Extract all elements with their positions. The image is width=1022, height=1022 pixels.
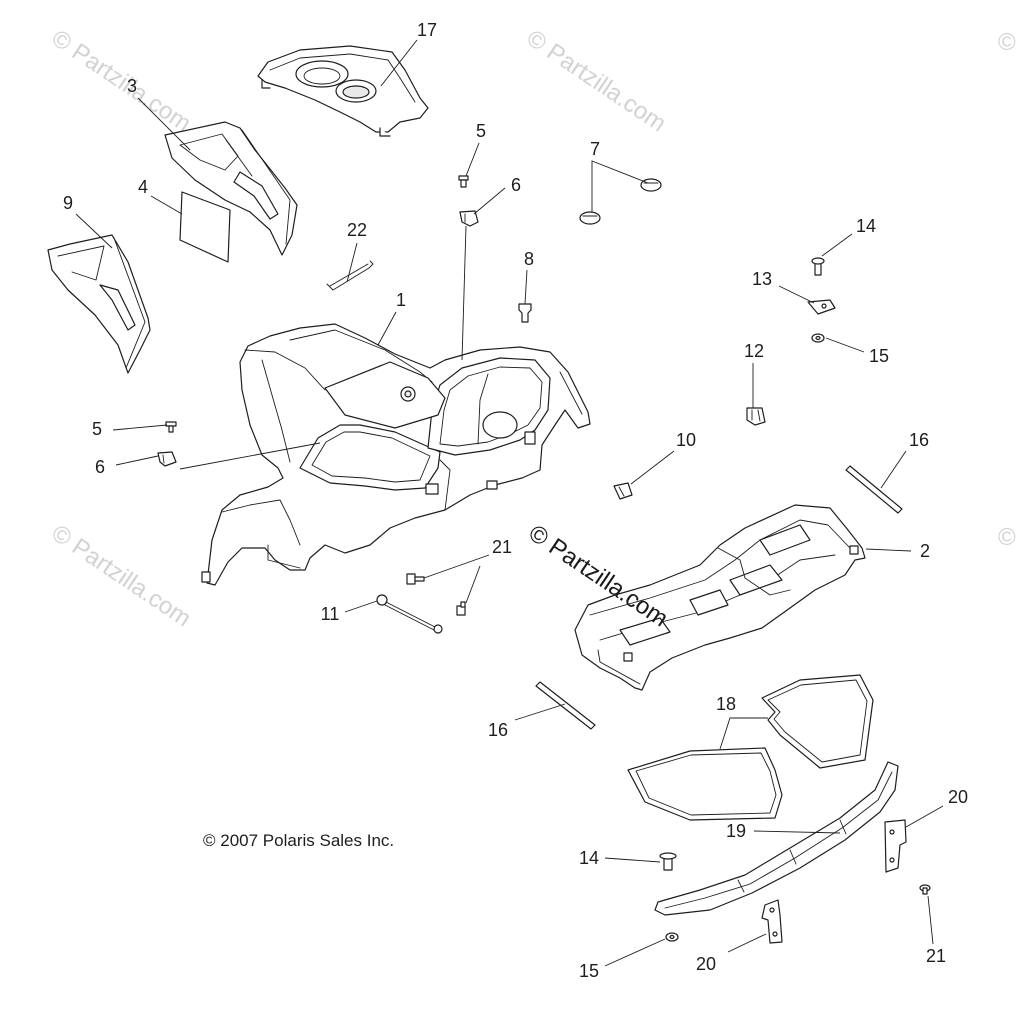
part-9-side-panel [47,234,151,374]
part-6-clip-left [157,451,177,467]
leader-line-17 [380,39,418,87]
leader-line-21-a [423,554,490,579]
leader-line-6-left [115,455,159,466]
callout-11: 11 [321,604,340,624]
part-18-mats [627,674,874,821]
leader-line-15-top [825,337,865,353]
leader-line-6-top-mount [461,225,467,361]
callout-19: 19 [726,821,746,841]
callout-15-bottom: 15 [579,961,599,981]
part-20-bracket-top [884,819,907,873]
part-13-bracket [807,299,836,315]
part-11-cable [376,594,443,634]
leader-line-14-top [821,233,853,257]
callout-21-middle: 21 [492,537,512,557]
leader-line-11 [344,600,378,613]
part-8-push-pin [518,303,532,323]
leader-line-15-bottom [604,938,666,967]
part-2-rear-body [574,504,866,691]
callout-2: 2 [920,541,930,561]
leader-line-1 [377,311,397,346]
callout-14-bottom: 14 [579,848,599,868]
leader-line-13 [778,285,815,304]
leader-line-8 [524,269,528,305]
leader-line-6-left-mount [179,442,321,470]
callout-21-bottom: 21 [926,946,946,966]
callout-6-top: 6 [511,175,521,195]
leader-line-9 [75,213,113,249]
leader-line-18 [719,717,768,750]
leader-line-10 [630,450,675,485]
leader-line-16-bottom [514,703,566,721]
watermark-middle-left: © Partzilla.com [47,520,196,633]
leader-line-3 [137,97,191,151]
leader-line-21-bottom [927,895,934,945]
part-19-bar [654,761,899,916]
callout-20-bottom: 20 [696,954,716,974]
leader-line-6-top [473,187,506,215]
part-15-washer-top [811,333,825,343]
callout-12: 12 [744,341,764,361]
part-4-decal [179,191,231,263]
callout-16-bottom: 16 [488,720,508,740]
callout-1: 1 [396,290,406,310]
leader-line-16-top [880,450,907,489]
leader-line-5-top [465,142,480,177]
callout-20-top: 20 [948,787,968,807]
callout-14-top: 14 [856,216,876,236]
part-17-top-cover [257,45,429,137]
leader-line-22 [346,242,358,283]
callout-22: 22 [347,220,367,240]
part-14-bolt-bottom [659,852,677,871]
copyright-text: © 2007 Polaris Sales Inc. [203,831,394,850]
part-1-front-body [201,323,591,586]
leader-line-7 [591,160,649,212]
part-5-screw-top [458,175,469,188]
callouts: 17 3 5 6 7 4 9 22 14 8 13 1 12 15 5 10 1… [63,20,968,981]
part-20-bracket-bottom [761,899,783,944]
part-5-screw-left [165,421,177,433]
leader-line-2 [865,548,912,552]
part-16-rod-bottom [535,681,596,730]
callout-6-left: 6 [95,457,105,477]
part-10-clip [613,482,633,500]
leader-line-21-b [465,565,481,604]
part-3-fender-panel [164,121,298,256]
callout-5-left: 5 [92,419,102,439]
callout-15-top: 15 [869,346,889,366]
part-12-clip [746,407,766,426]
callout-16-top: 16 [909,430,929,450]
watermark-top-left: © Partzilla.com [47,25,196,138]
callout-17: 17 [417,20,437,40]
part-16-rod-top [845,465,903,514]
callout-3: 3 [127,76,137,96]
leader-line-20-bottom [727,933,767,953]
part-21-bolts-middle [406,573,466,616]
callout-7: 7 [590,139,600,159]
callout-8: 8 [524,249,534,269]
part-15-washer-bottom [665,932,679,942]
part-21-screw-bottom [919,884,931,895]
callout-18: 18 [716,694,736,714]
callout-9: 9 [63,193,73,213]
callout-5-top: 5 [476,121,486,141]
part-14-bolt-top [811,257,825,276]
callout-4: 4 [138,177,148,197]
watermark-top-center: © Partzilla.com [522,25,671,138]
watermark-middle-right-partial: © [998,524,1016,551]
leader-lines [75,39,944,967]
leader-line-4 [150,195,183,215]
leader-line-14-bottom [604,857,661,863]
watermark-top-right-partial: © [998,29,1016,56]
part-6-clip-top [459,210,479,227]
leader-line-5-left [112,424,168,431]
callout-13: 13 [752,269,772,289]
leader-line-19 [753,830,841,834]
leader-line-20-top [905,805,944,828]
part-22-rod [326,260,374,291]
callout-10: 10 [676,430,696,450]
